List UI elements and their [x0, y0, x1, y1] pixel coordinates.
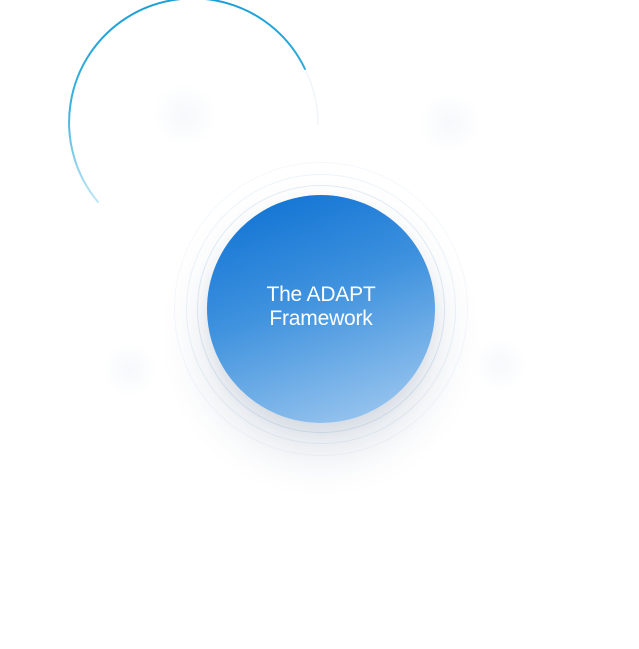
outer-halo-ring: [174, 162, 468, 456]
faint-node-top-right: [415, 95, 485, 150]
center-circle[interactable]: The ADAPT Framework: [207, 195, 435, 423]
center-title-line-1: The ADAPT: [266, 283, 376, 306]
faint-node-left: [100, 345, 160, 395]
center-title-line-2: Framework: [269, 307, 373, 330]
center-title: The ADAPT Framework: [246, 283, 396, 331]
decorative-arc: [68, 0, 306, 203]
inner-halo-ring: [197, 185, 445, 433]
faint-node-top-left: [150, 85, 220, 145]
faint-arc: [304, 68, 319, 126]
middle-halo-ring: [186, 174, 456, 444]
faint-node-right: [470, 340, 530, 390]
